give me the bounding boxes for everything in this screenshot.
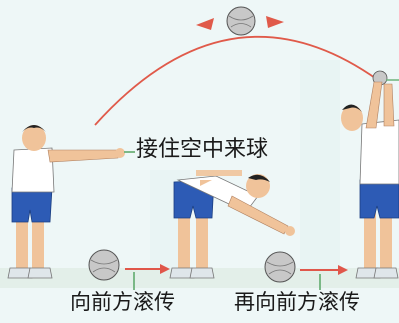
roll-arrow-2 [300,265,348,275]
label-roll-forward: 向前方滚传 [70,290,175,314]
volleyball-icon [88,249,120,281]
player-figure [7,125,125,279]
volleyball-icon [226,6,256,36]
trajectory-arrow-left [196,18,214,30]
ball-trajectory-arc [94,35,379,126]
player-figure [341,81,399,279]
trajectory-arrow-right [266,16,284,28]
roll-arrow-1 [125,264,170,274]
player-figure [169,170,295,279]
label-catch-ball: 接住空中来球 [136,137,269,162]
volleyball-icon [264,251,296,283]
label-roll-forward-again: 再向前方滚传 [234,290,360,314]
